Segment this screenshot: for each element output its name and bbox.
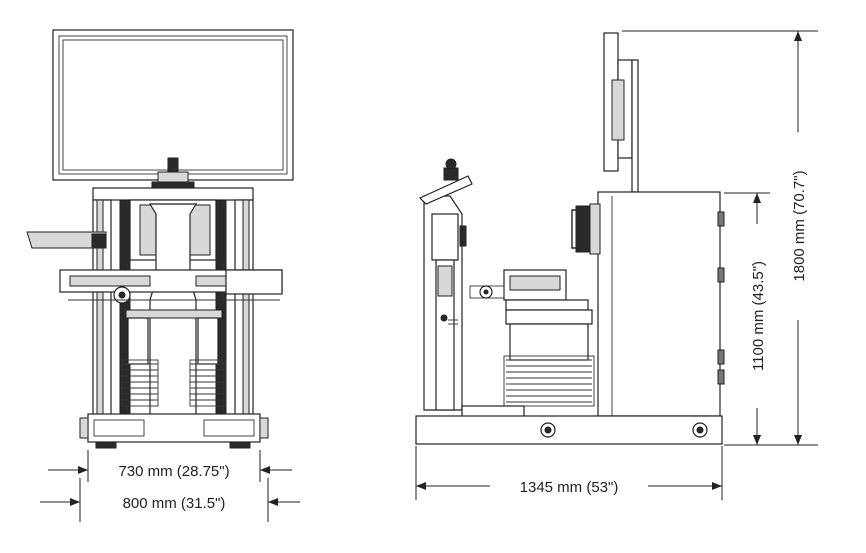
dim-side-table-height [724,192,770,446]
side-monitor [603,32,639,193]
front-view: 730 mm (28.75") 800 mm (31.5") [26,29,300,522]
label-front-inner-width: 730 mm (28.75") [118,463,229,480]
dim-front-outer [40,478,300,522]
side-control-tower [423,195,467,411]
front-left-tray [26,231,107,249]
front-column [148,203,198,441]
front-stage [59,269,283,304]
side-view: 1345 mm (53") 1100 mm (43.5") 1800 mm (7… [415,30,818,500]
label-side-total-height: 1800 mm (70.7") [791,170,808,281]
side-base [415,405,723,445]
dim-side-length [415,446,723,500]
label-side-table-height: 1100 mm (43.5") [750,261,767,371]
label-front-outer-width: 800 mm (31.5") [123,495,226,512]
front-bellows [121,309,227,407]
side-column [503,309,595,407]
label-side-length: 1345 mm (53") [520,479,619,496]
dim-side-total-height [622,30,818,446]
front-base [79,413,269,449]
front-monitor [52,29,294,181]
side-joystick [418,158,473,205]
dim-front-inner [48,450,292,482]
side-stage [469,269,589,311]
side-cabinet [597,191,725,417]
side-lens [571,203,601,255]
